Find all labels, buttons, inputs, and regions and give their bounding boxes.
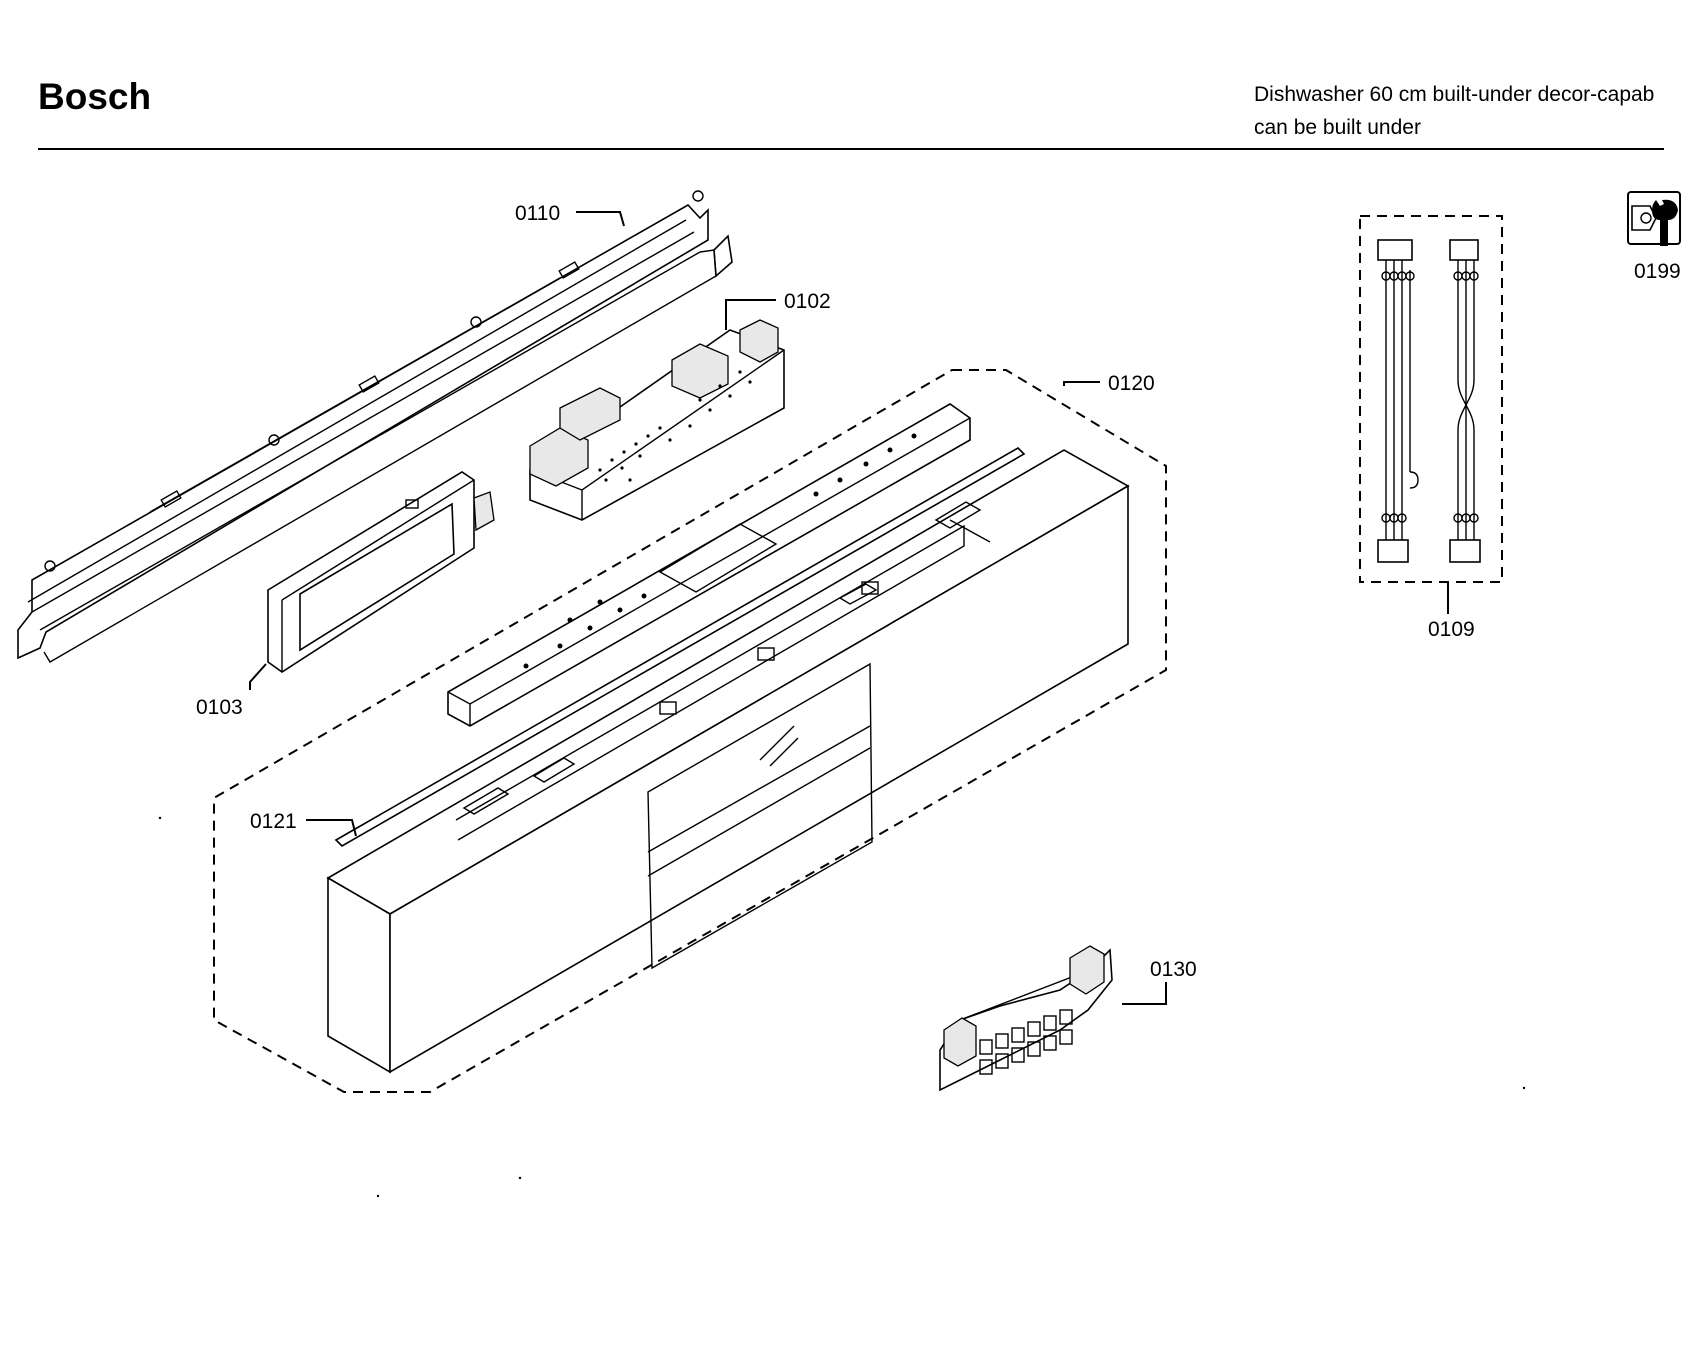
label-0130: 0130 bbox=[1150, 958, 1197, 981]
part-0120-control-panel-assembly[interactable] bbox=[213, 369, 1167, 1093]
page-title: Dishwasher 60 cm built-under decor-capab… bbox=[1254, 78, 1654, 144]
header-divider bbox=[38, 148, 1664, 150]
part-0121-seal-strip[interactable] bbox=[334, 447, 1026, 847]
callout-0130: 0130 bbox=[1122, 958, 1197, 1005]
callout-0110: 0110 bbox=[515, 202, 625, 227]
callout-0121: 0121 bbox=[250, 810, 357, 837]
callout-0120: 0120 bbox=[1063, 372, 1155, 395]
callout-0103: 0103 bbox=[196, 663, 267, 719]
label-0102: 0102 bbox=[784, 290, 831, 313]
scan-specks bbox=[158, 816, 1526, 1198]
label-0110: 0110 bbox=[515, 202, 560, 225]
wrench-icon[interactable] bbox=[1627, 191, 1681, 246]
part-0130-connector[interactable] bbox=[939, 945, 1113, 1092]
title-line-2: can be built under bbox=[1254, 116, 1421, 139]
label-0109: 0109 bbox=[1428, 618, 1475, 641]
part-0103-display-module[interactable] bbox=[267, 471, 495, 673]
brand-logo-text: Bosch bbox=[38, 76, 152, 117]
label-0199: 0199 bbox=[1634, 260, 1681, 283]
harness-cable-left bbox=[1377, 239, 1419, 563]
title-line-1: Dishwasher 60 cm built-under decor-capab bbox=[1254, 83, 1655, 106]
callout-0102: 0102 bbox=[725, 290, 831, 330]
callout-0109: 0109 bbox=[1428, 582, 1475, 641]
label-0121: 0121 bbox=[250, 810, 297, 833]
part-0109-wiring-harness[interactable] bbox=[1359, 215, 1503, 583]
part-0110-rail[interactable] bbox=[17, 190, 733, 663]
part-0120-control-strip[interactable] bbox=[447, 403, 971, 727]
label-0120: 0120 bbox=[1108, 372, 1155, 395]
part-0120-fascia-panel[interactable] bbox=[326, 449, 1130, 1074]
part-0102-control-module[interactable] bbox=[529, 319, 785, 521]
label-0103: 0103 bbox=[196, 696, 243, 719]
harness-cable-right bbox=[1449, 239, 1481, 563]
